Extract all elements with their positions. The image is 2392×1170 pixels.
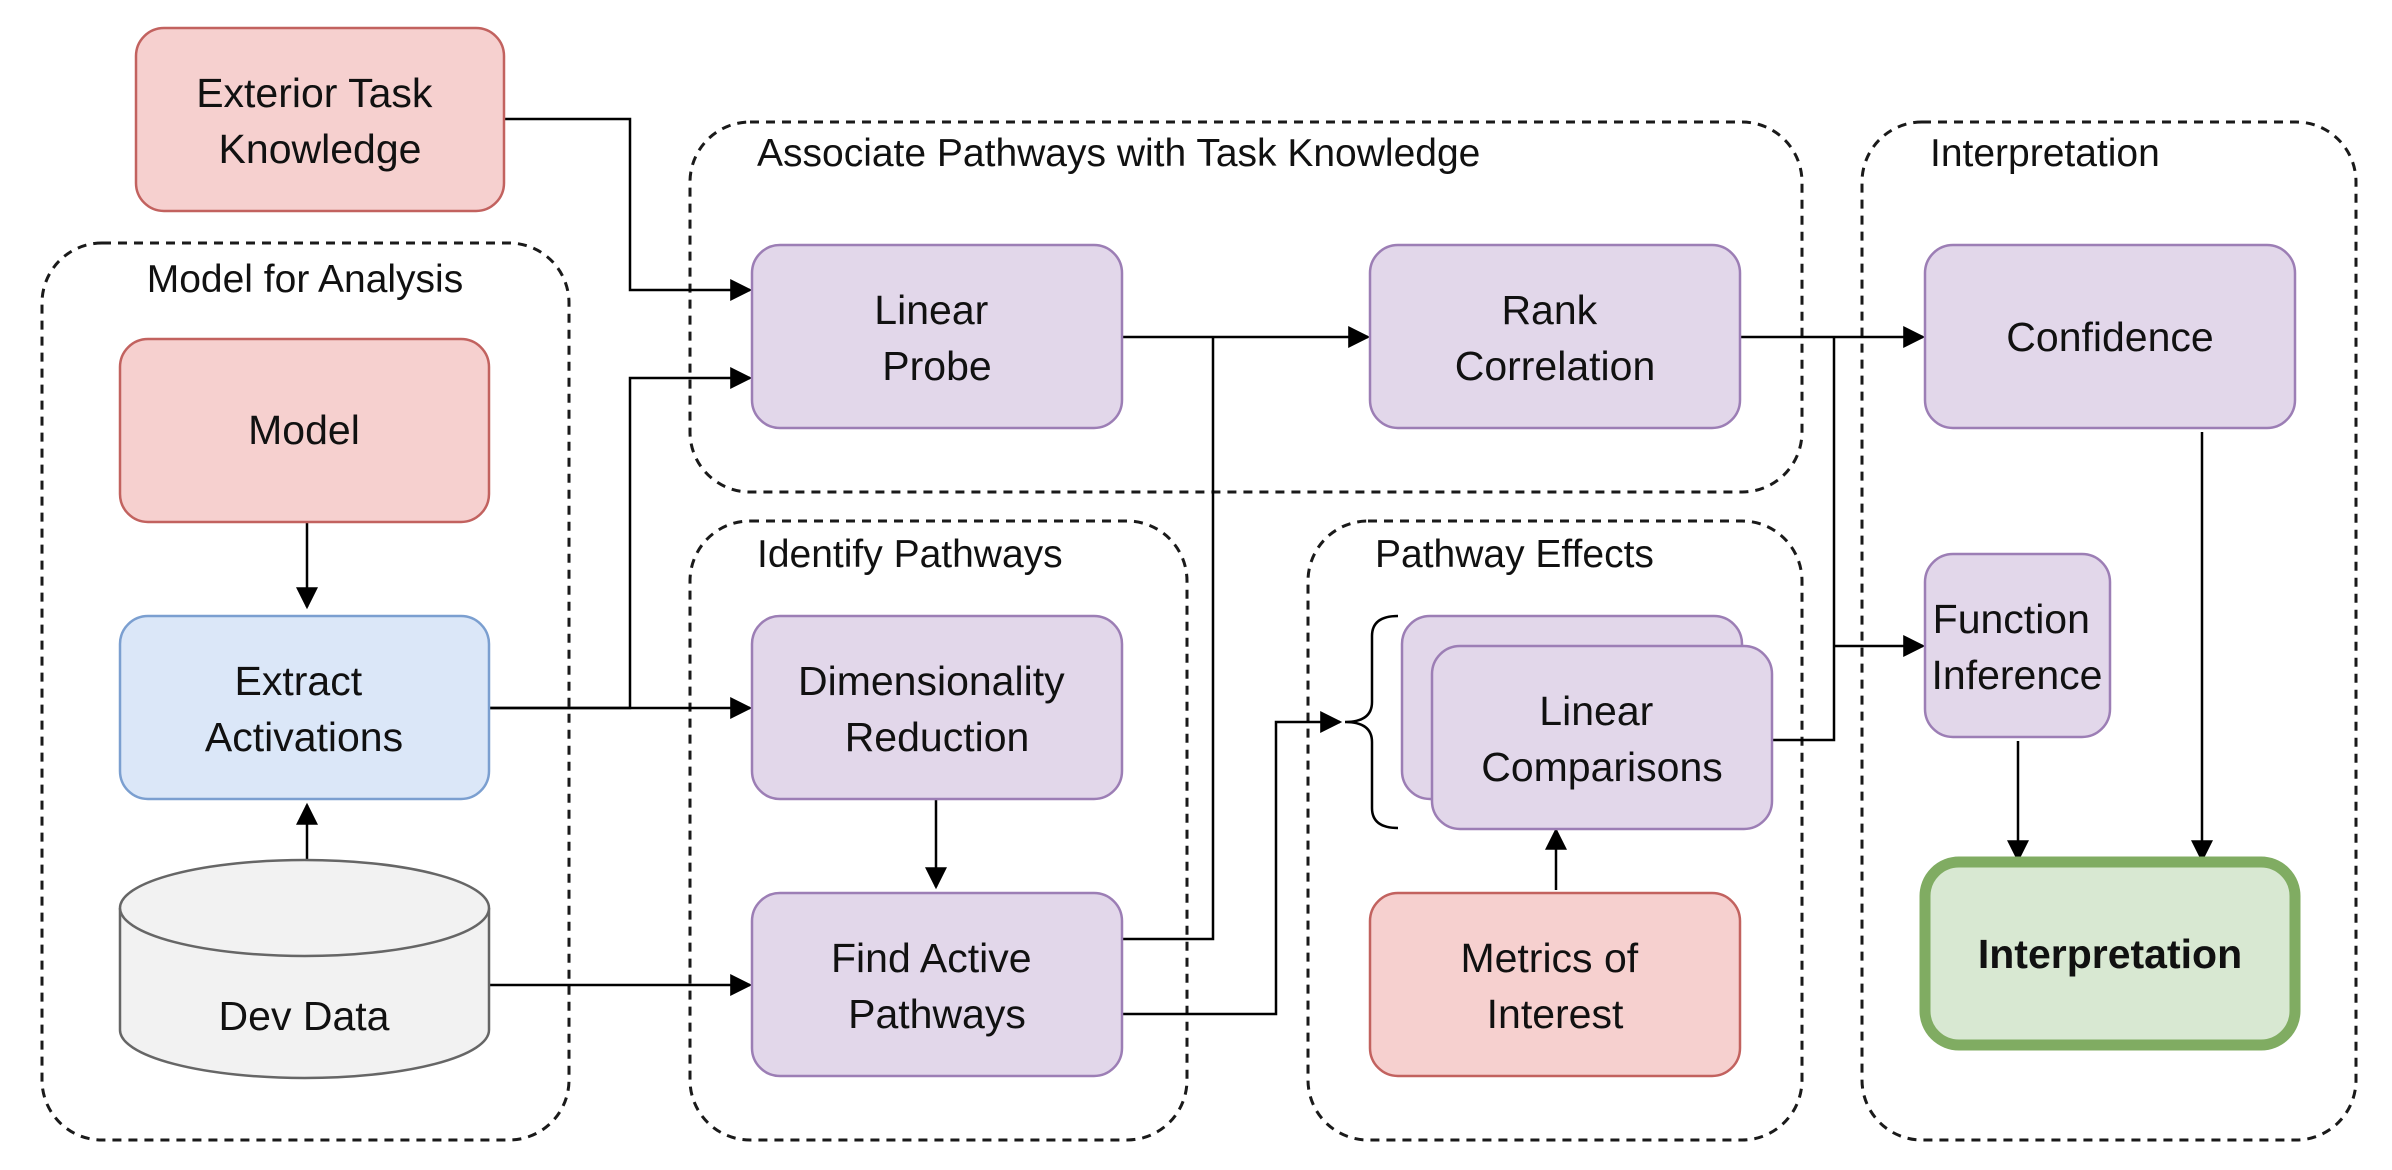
node-exterior-task-knowledge: Exterior Task Knowledge [134,26,506,213]
node-find-active-pathways: Find Active Pathways [750,891,1124,1078]
node-label-line: Activations [205,714,403,760]
node-linear-probe: Linear Probe [750,243,1124,430]
node-model: Model [118,337,491,524]
node-label-line: Knowledge [219,126,422,172]
node-label: Function Inference [1932,596,2103,698]
stack-card-front [1430,644,1774,831]
group-title-interpretation: Interpretation [1930,132,2160,175]
node-label-line: Interest [1487,991,1624,1037]
node-label-line: Linear [874,287,988,333]
node-label-line: Correlation [1455,343,1656,389]
group-title-identify-pathways: Identify Pathways [757,533,1063,576]
node-label: Metrics of Interest [1460,935,1649,1037]
node-label: Model [248,407,360,453]
node-label-line: Dimensionality [798,658,1065,704]
node-label-line: Metrics of [1460,935,1638,981]
node-label-line: Inference [1932,652,2103,698]
edge-comparisons-to-rank [1770,337,1836,742]
edge-knowledge-to-probe [503,117,753,301]
node-label-line: Model [248,407,360,453]
node-label-line: Interpretation [1978,931,2242,977]
node-dimensionality-reduction: Dimensionality Reduction [750,614,1124,801]
node-interpretation-output: Interpretation [1919,856,2301,1051]
node-label-line: Comparisons [1481,744,1723,790]
node-label-line: Dev Data [219,993,390,1039]
node-label-line: Function [1933,596,2090,642]
edges [296,117,2213,1016]
node-label-line: Exterior Task [196,70,433,116]
group-interpretation: Interpretation [1860,120,2358,1142]
node-label-line: Rank [1501,287,1597,333]
node-label: Linear Comparisons [1481,688,1723,790]
node-label: Extract Activations [205,658,403,760]
node-label: Find Active Pathways [831,935,1043,1037]
node-label: Linear Probe [874,287,999,389]
node-function-inference: Function Inference [1923,552,2112,739]
node-metrics-of-interest: Metrics of Interest [1368,891,1742,1078]
edge-activations-to-probe [488,367,753,710]
node-linear-comparisons: Linear Comparisons [1344,614,1774,831]
group-title-pathway-effects: Pathway Effects [1375,533,1654,576]
edge-find-to-rank [1122,337,1215,941]
group-pathway-effects: Pathway Effects [1306,519,1804,1142]
node-label-line: Confidence [2006,314,2213,360]
node-label-line: Linear [1539,688,1653,734]
node-label-line: Probe [882,343,991,389]
node-label-line: Pathways [848,991,1026,1037]
node-label: Dimensionality Reduction [798,658,1076,760]
node-label: Exterior Task Knowledge [196,70,444,172]
node-label: Dev Data [219,993,390,1039]
brace-icon [1344,614,1399,830]
node-label: Interpretation [1978,931,2242,977]
node-label-line: Extract [235,658,363,704]
group-title-model-for-analysis: Model for Analysis [147,258,463,301]
group-model-for-analysis: Model for Analysis [40,241,571,1142]
node-label-line: Find Active [831,935,1032,981]
edge-find-to-comparisons [1122,711,1343,1016]
node-label-line: Reduction [845,714,1030,760]
node-label: Rank Correlation [1455,287,1656,389]
node-confidence: Confidence [1923,243,2297,430]
node-rank-correlation: Rank Correlation [1368,243,1742,430]
group-title-associate-pathways: Associate Pathways with Task Knowledge [757,132,1480,175]
node-dev-data: Dev Data [118,858,491,1080]
group-associate-pathways: Associate Pathways with Task Knowledge [688,120,1804,494]
node-label: Confidence [2006,314,2213,360]
node-extract-activations: Extract Activations [118,614,491,801]
group-identify-pathways: Identify Pathways [688,519,1189,1142]
